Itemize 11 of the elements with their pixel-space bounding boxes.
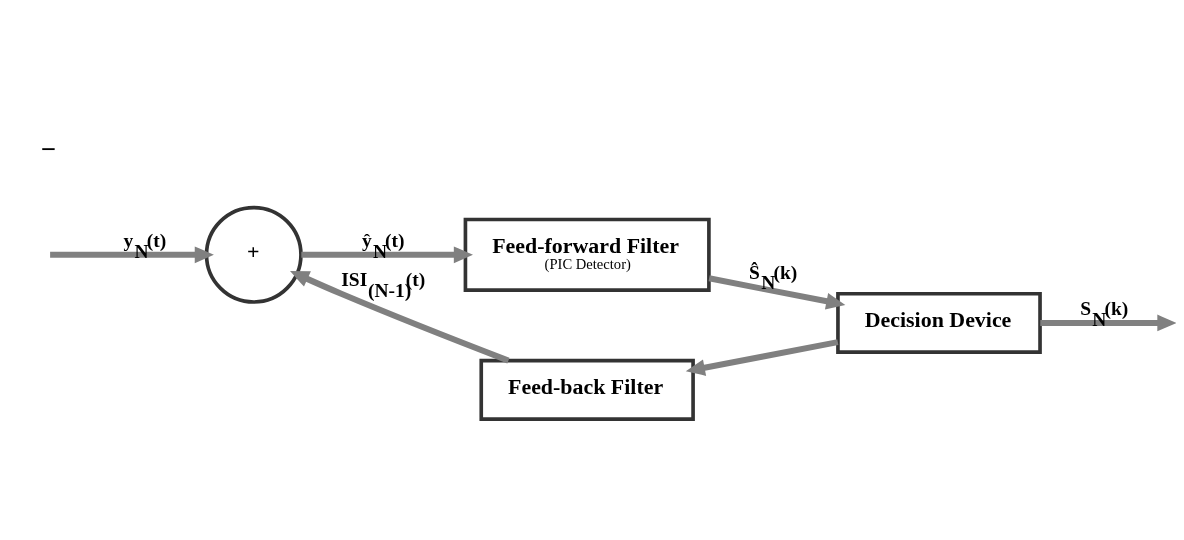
label: − xyxy=(40,134,57,165)
arrow xyxy=(50,246,214,264)
arrow xyxy=(290,271,510,364)
arrow xyxy=(685,339,839,376)
node-box: Feed-back Filter xyxy=(479,358,695,421)
arrow xyxy=(708,275,846,310)
node-box: Feed-forward Filter (PIC Detector) xyxy=(463,217,711,292)
node-box: Decision Device xyxy=(836,291,1042,354)
node-circle: + xyxy=(204,205,303,304)
arrow xyxy=(1040,314,1176,332)
arrow xyxy=(301,246,473,264)
